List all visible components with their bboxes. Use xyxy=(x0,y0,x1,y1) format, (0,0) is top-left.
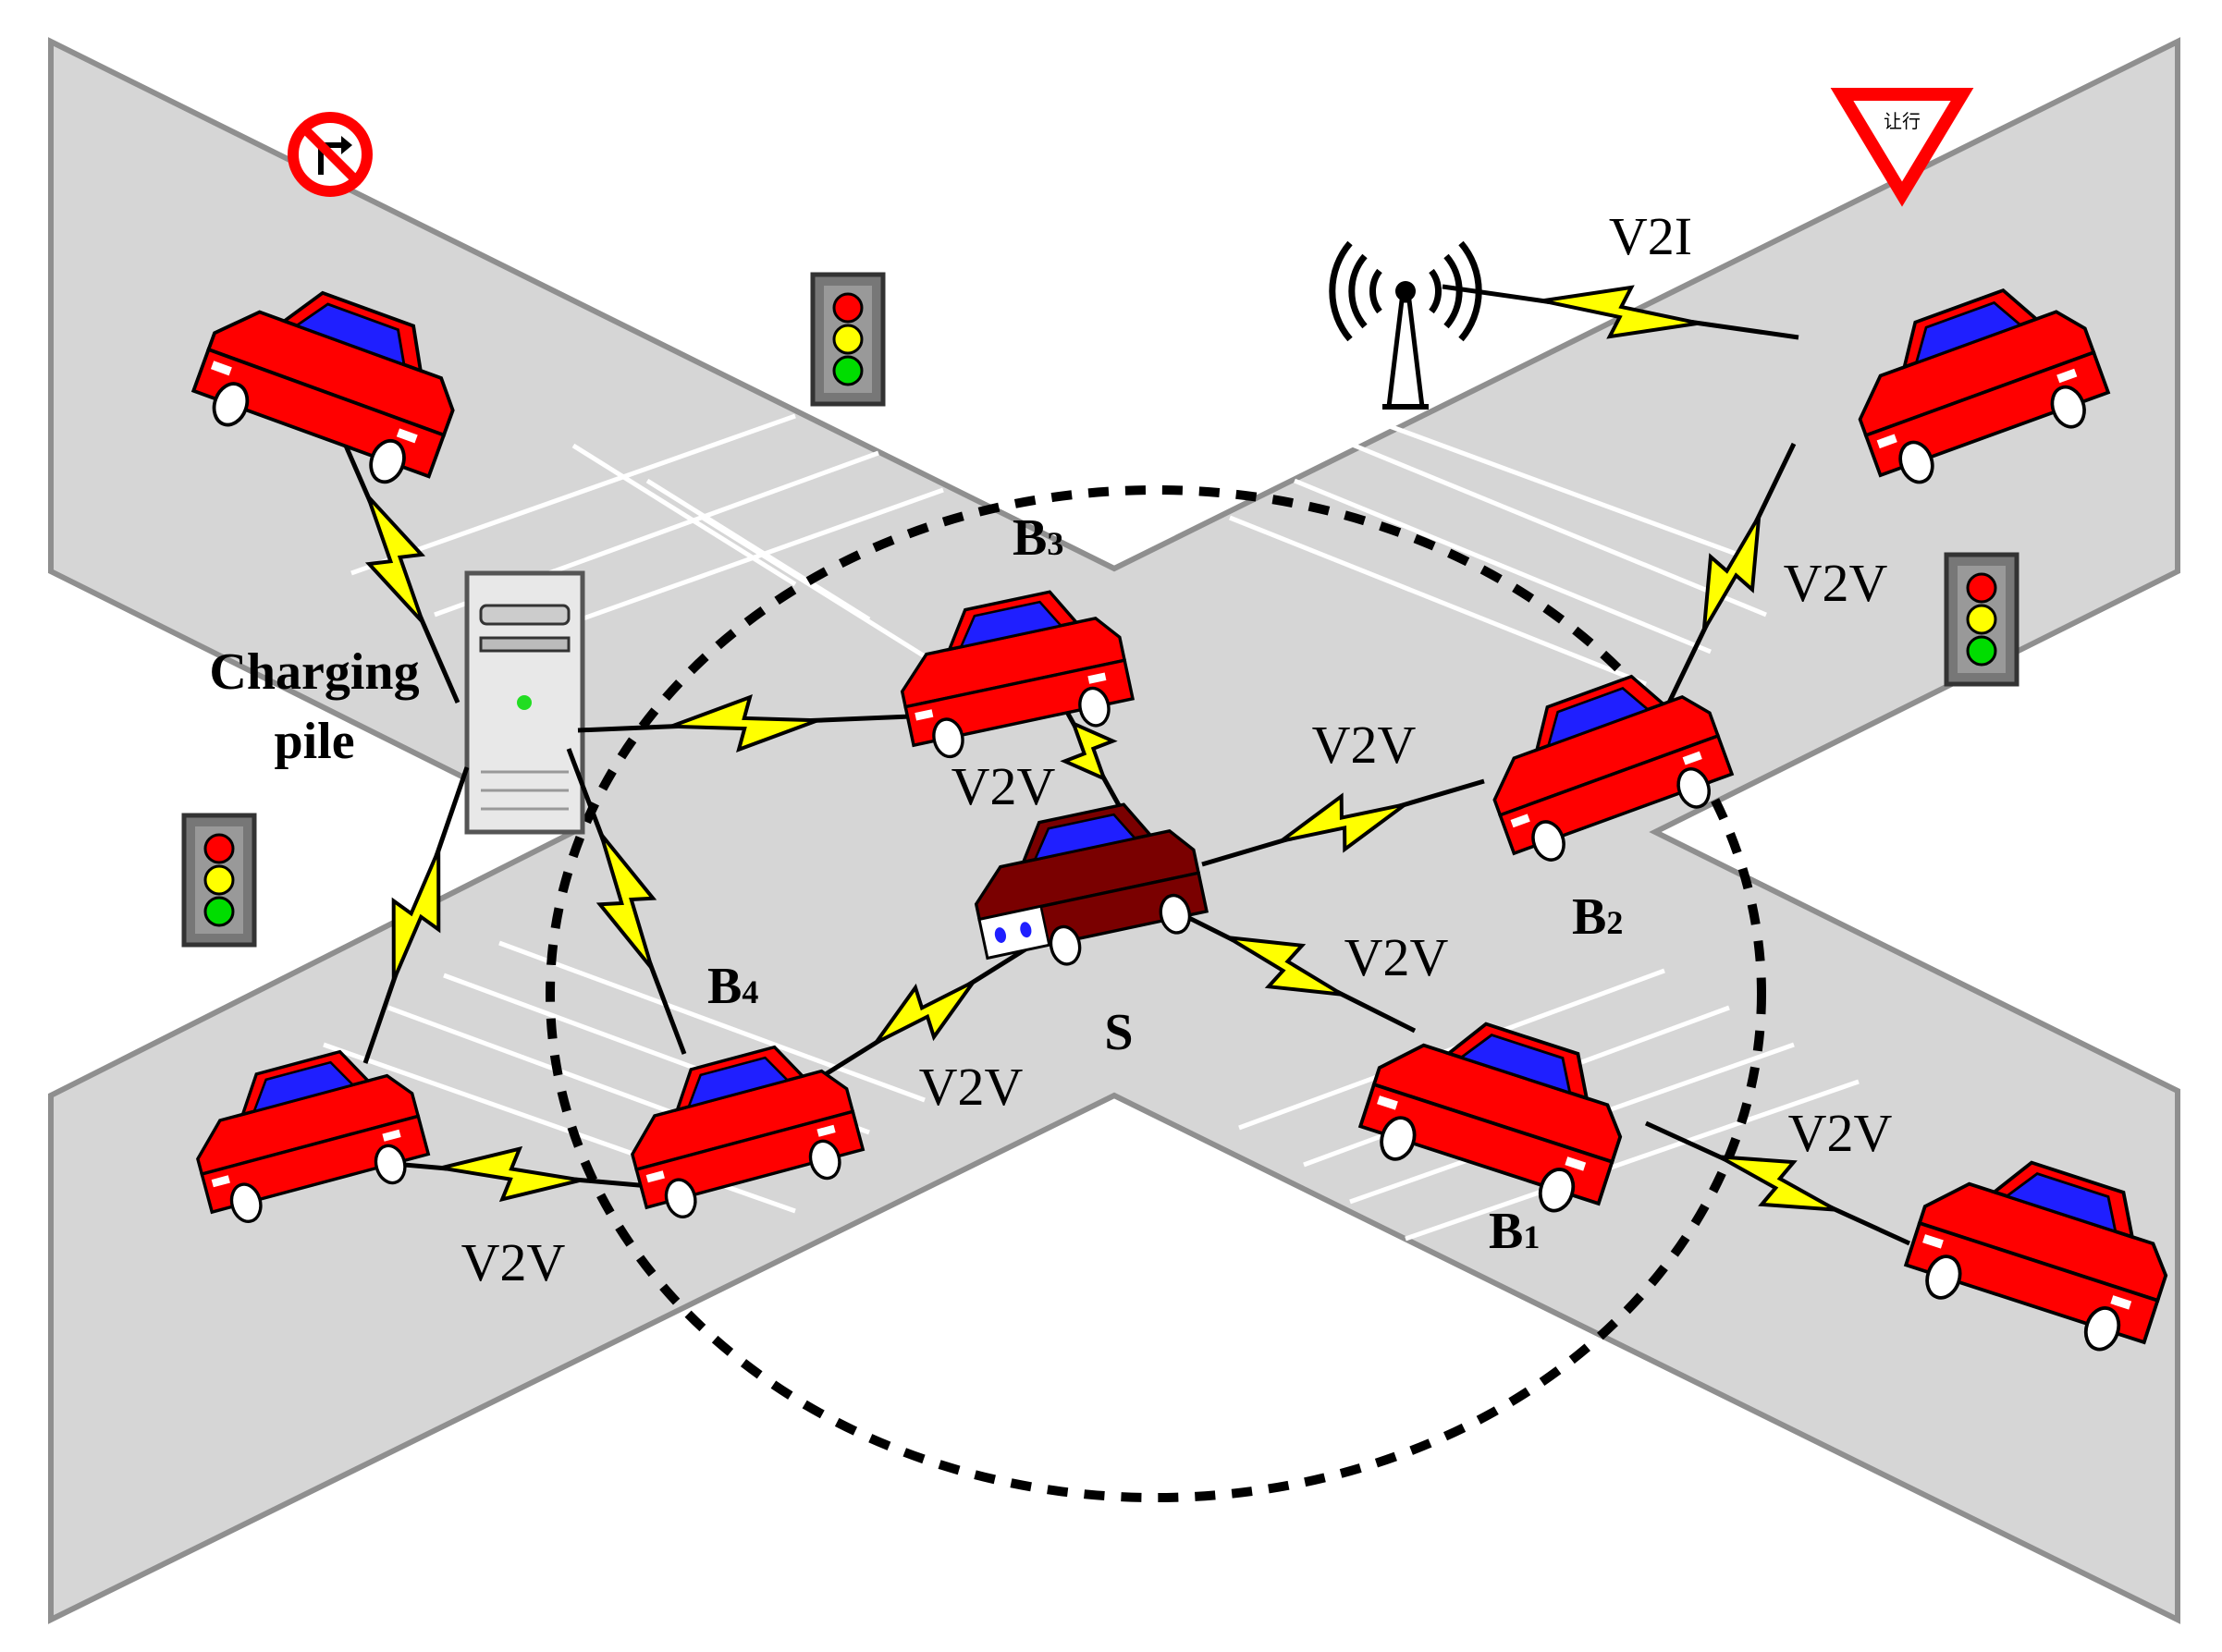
b4-label-main: B xyxy=(707,958,742,1015)
b2-label-main: B xyxy=(1572,888,1606,946)
link-lead-line xyxy=(362,973,399,1064)
yield-sign-icon: 让行 xyxy=(1830,88,1974,207)
yield-sign-text: 让行 xyxy=(1884,111,1921,132)
v2v-label: V2V xyxy=(951,756,1056,816)
lightning-link-icon xyxy=(1718,1155,1837,1212)
svg-text:B3: B3 xyxy=(1013,509,1063,567)
wireless-links xyxy=(330,284,1911,1246)
link-lead-line xyxy=(1829,1205,1911,1246)
b3-label: B3 xyxy=(1013,509,1063,567)
lightning-link-icon xyxy=(440,1145,582,1203)
v2v-label: V2V xyxy=(461,1232,566,1292)
lightning-link-icon xyxy=(364,495,426,624)
v2v-label: V2V xyxy=(919,1057,1024,1117)
lightning-link-icon xyxy=(874,980,976,1045)
b2-label-sub: 2 xyxy=(1606,904,1623,941)
lightning-link-icon xyxy=(1541,285,1700,339)
b1-label: B1 xyxy=(1489,1203,1540,1260)
lightning-link-icon xyxy=(1701,515,1762,631)
link-lead-line xyxy=(1398,778,1485,809)
v2v-label: V2V xyxy=(1312,715,1417,775)
v2v-label: V2V xyxy=(1344,927,1449,987)
link-lead-line xyxy=(647,961,687,1055)
antenna-tower-icon xyxy=(1329,240,1482,410)
traffic-light-icon xyxy=(813,275,883,404)
link-lead-line xyxy=(810,714,912,723)
link-lead-line xyxy=(1644,1120,1726,1162)
link-lead-line xyxy=(418,616,460,704)
traffic-light-icon xyxy=(1946,555,2017,684)
b4-label-sub: 4 xyxy=(742,973,758,1010)
svg-text:B1: B1 xyxy=(1489,1203,1540,1260)
communication-range-circle xyxy=(546,485,1766,1502)
link-lead-line xyxy=(434,766,470,857)
no-right-turn-icon xyxy=(288,112,373,197)
link-lead-line xyxy=(1201,837,1288,867)
b2-label: B2 xyxy=(1572,888,1623,946)
link-lead-line xyxy=(1335,989,1417,1034)
lightning-link-icon xyxy=(391,849,441,982)
charging-pile-label-line2: pile xyxy=(274,713,354,770)
v2v-label: V2V xyxy=(1788,1103,1893,1163)
b4-label: B4 xyxy=(707,958,758,1015)
b3-label-main: B xyxy=(1013,509,1047,567)
charging-pile-icon xyxy=(464,570,585,835)
b1-label-sub: 1 xyxy=(1523,1218,1540,1255)
link-lead-line xyxy=(1691,320,1799,340)
link-lead-line xyxy=(1754,442,1797,523)
charging-pile-label-line1: Charging xyxy=(209,643,419,701)
source-vehicle-label: S xyxy=(1104,1004,1133,1061)
b1-label-main: B xyxy=(1489,1203,1523,1260)
lightning-link-icon xyxy=(595,833,657,970)
lightning-link-icon xyxy=(670,693,818,753)
link-lead-line xyxy=(1666,623,1709,704)
link-lead-line xyxy=(566,748,606,841)
b3-label-sub: 3 xyxy=(1047,525,1063,562)
lightning-link-icon xyxy=(1280,792,1406,853)
svg-text:B4: B4 xyxy=(707,958,758,1015)
link-lead-line xyxy=(577,724,679,733)
v2i-label: V2I xyxy=(1609,206,1692,266)
traffic-light-icon xyxy=(184,815,254,945)
svg-text:B2: B2 xyxy=(1572,888,1623,946)
v2v-label: V2V xyxy=(1784,553,1888,613)
lightning-link-icon xyxy=(1060,720,1118,782)
link-lead-line xyxy=(1442,284,1550,304)
lightning-link-icon xyxy=(1227,936,1344,997)
